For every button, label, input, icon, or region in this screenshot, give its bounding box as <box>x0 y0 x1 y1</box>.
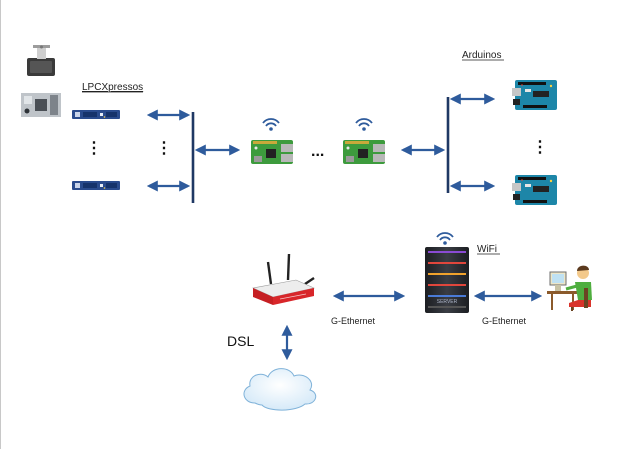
lpcxpressos-label: LPCXpressos <box>82 82 143 93</box>
link-server-user-label: G-Ethernet <box>482 316 527 326</box>
wifi-signal-icon <box>436 232 454 246</box>
server-icon: SERVER <box>425 232 469 313</box>
user-at-computer-icon <box>547 265 592 311</box>
lpcxpresso-board-icon <box>72 110 120 119</box>
lpc-more-dots: ⋮ <box>86 140 102 157</box>
arduinos-label: Arduinos <box>462 50 501 61</box>
motor-driver-board-icon <box>21 93 61 117</box>
cloud-icon <box>243 368 317 411</box>
stepper-motor-icon <box>27 45 55 76</box>
lpcxpresso-board-icon <box>72 181 120 190</box>
arrow-more-dots: ⋮ <box>156 140 172 157</box>
pi-more-dots: ... <box>311 143 324 160</box>
router-icon <box>252 253 315 305</box>
dsl-label: DSL <box>227 333 254 349</box>
raspberry-pi-icon <box>343 140 385 164</box>
link-router-server-label: G-Ethernet <box>331 316 376 326</box>
server-brand-text: SERVER <box>437 299 458 305</box>
arduino-board-icon <box>512 80 557 110</box>
wifi-signal-icon <box>355 118 373 132</box>
arduino-more-dots: ⋮ <box>532 139 548 156</box>
wifi-label: WiFi <box>477 244 497 255</box>
arduino-board-icon <box>512 175 557 205</box>
wifi-signal-icon <box>262 118 280 132</box>
raspberry-pi-icon <box>251 140 293 164</box>
